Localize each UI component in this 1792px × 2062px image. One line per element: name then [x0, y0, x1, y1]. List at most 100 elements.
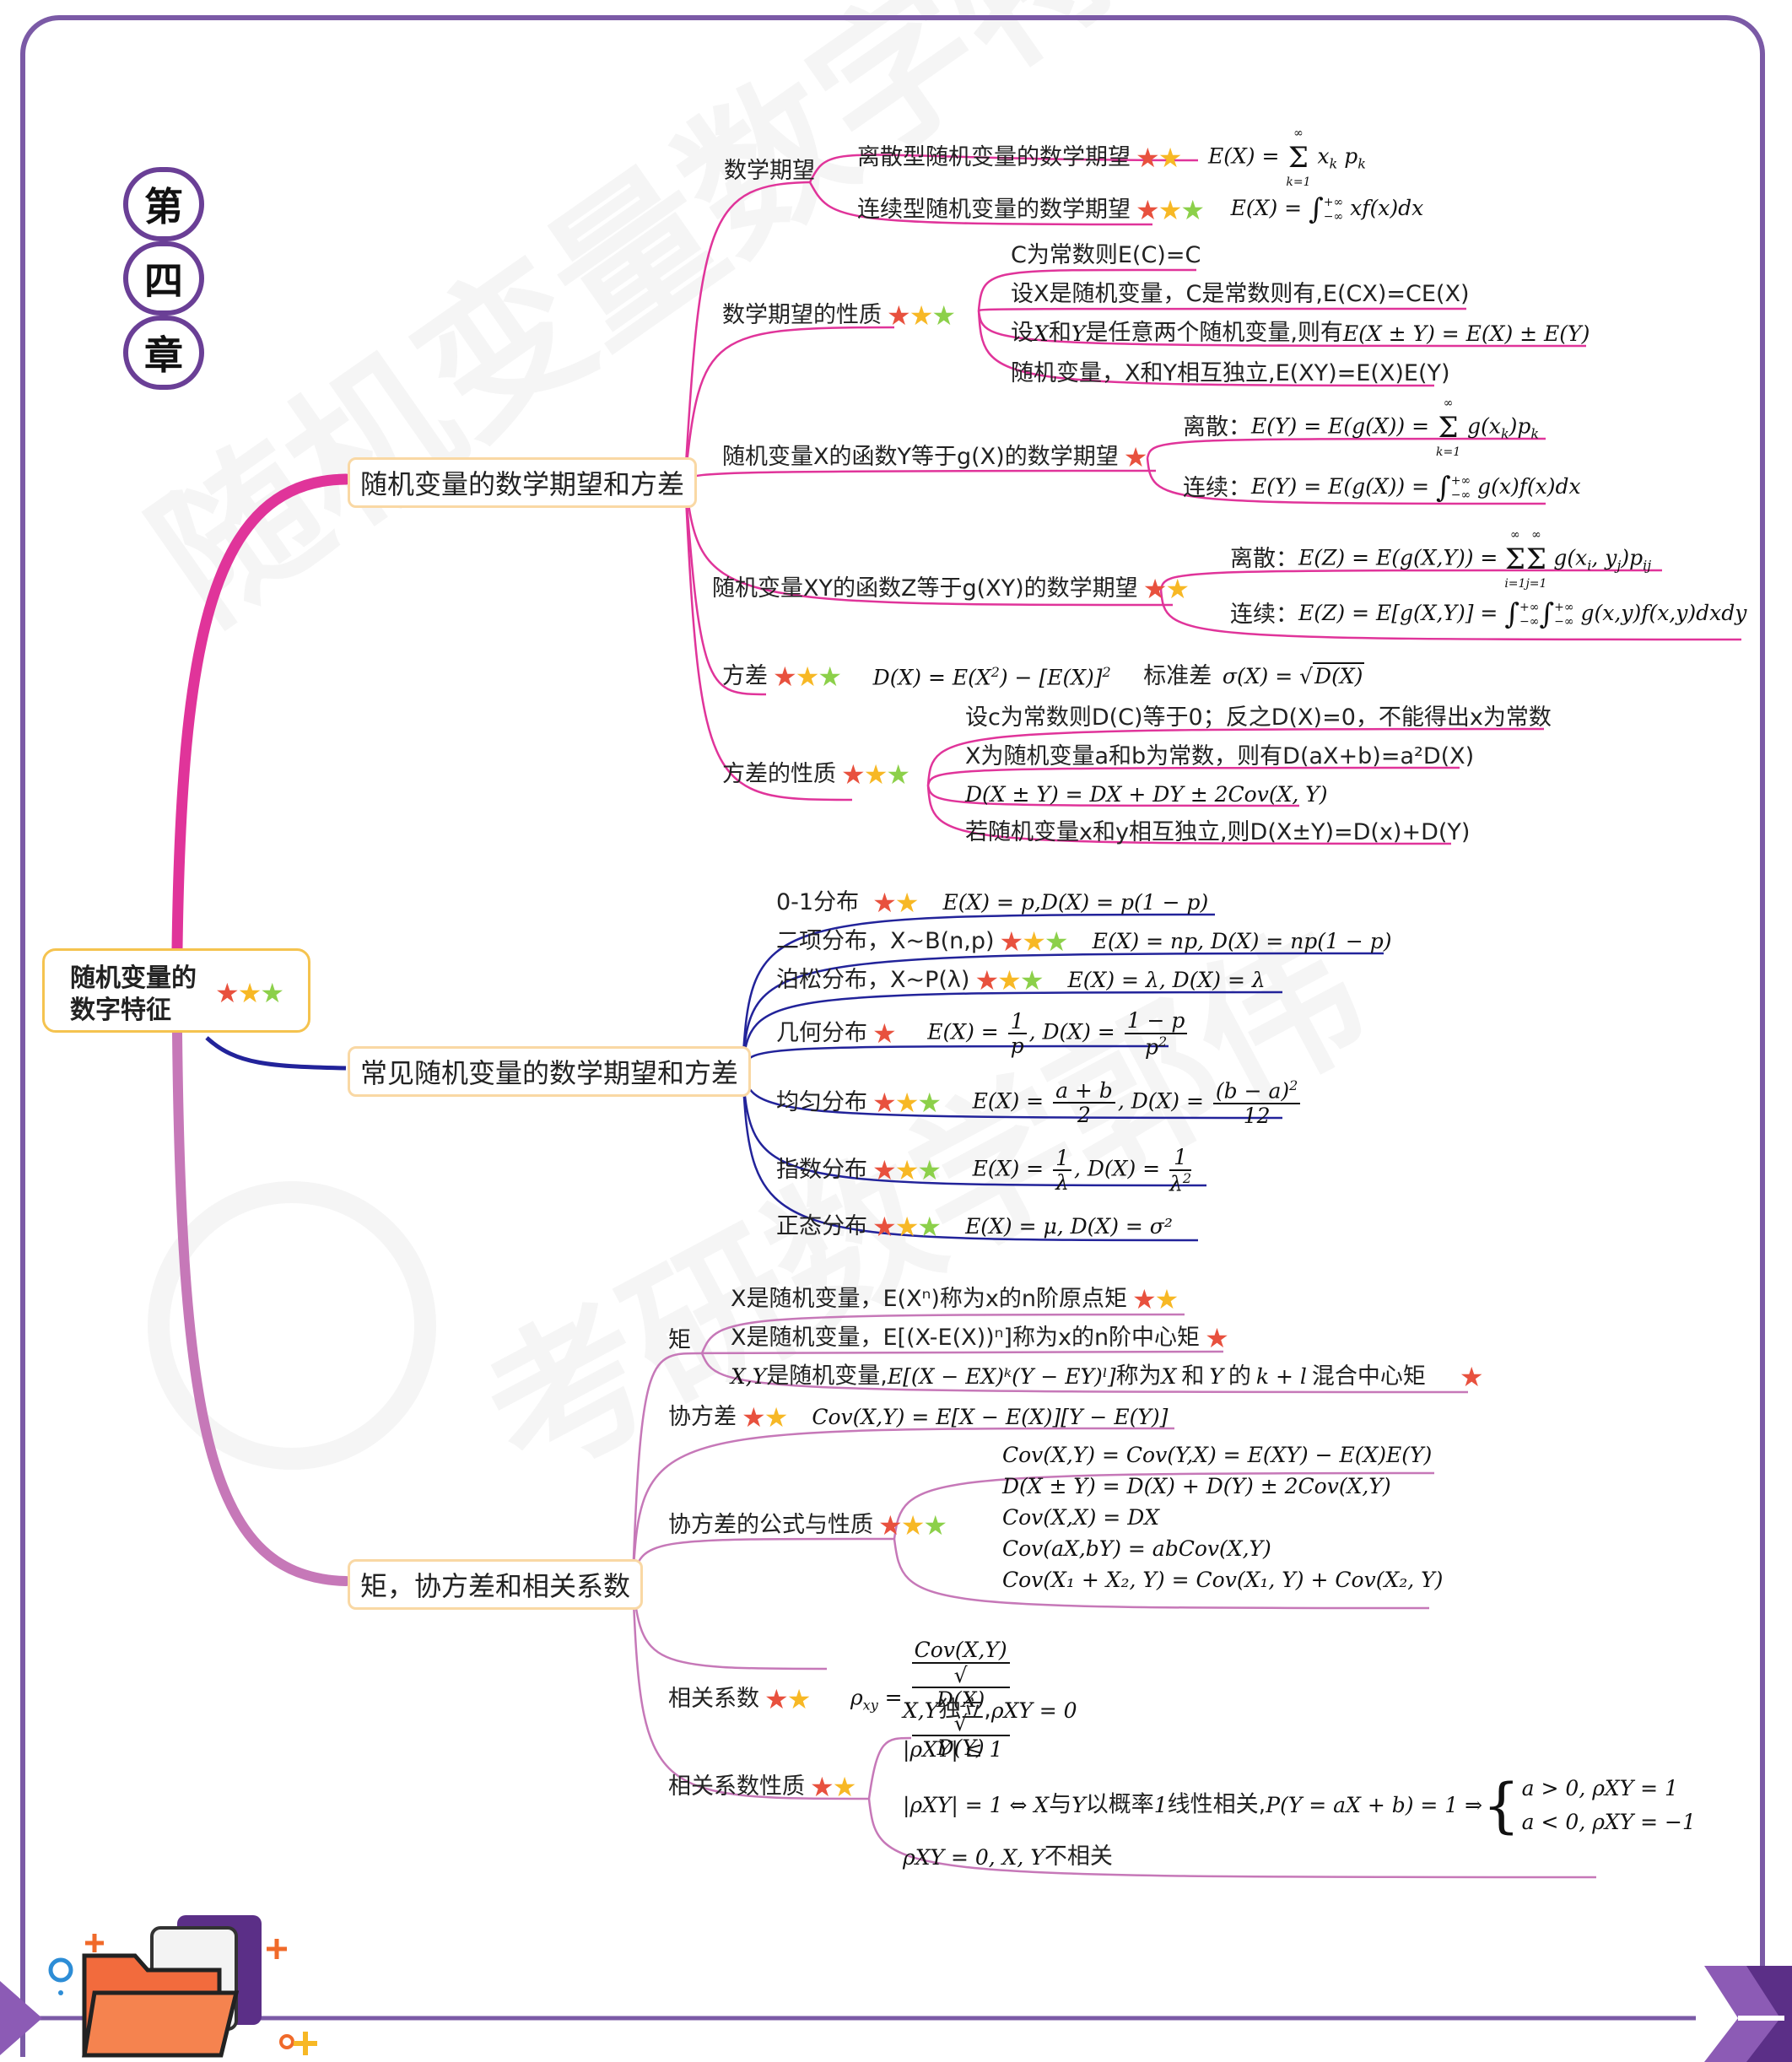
corr-prop-3-text-d: 以概率 [1085, 1791, 1154, 1818]
node-poisson[interactable]: 泊松分布，X~P(λ)★★★E(X) = λ, D(X) = λ [776, 967, 1266, 994]
corr-prop-3-case-2: a < 0, ρXY = −1 [1521, 1810, 1696, 1834]
covariance-formula-list: Cov(X,Y) = Cov(Y,X) = E(XY) − E(X)E(Y) D… [1002, 1443, 1443, 1599]
stars-binomial: ★★★ [1000, 928, 1069, 955]
label-geometric: 几何分布 [776, 1020, 867, 1047]
cov-formula-1: Cov(X,Y) = Cov(Y,X) = E(XY) − E(X)E(Y) [1002, 1443, 1433, 1467]
corr-prop-4-formula: ρXY = 0, X, Y [903, 1844, 1044, 1870]
label-standard-deviation: 标准差 [1143, 663, 1212, 690]
star-green-icon: ★ [917, 1154, 942, 1187]
branch-expectation-variance[interactable]: 随机变量的数学期望和方差 [348, 457, 698, 508]
star-green-icon: ★ [1180, 193, 1206, 226]
node-normal[interactable]: 正态分布★★★E(X) = μ, D(X) = σ² [776, 1213, 1173, 1240]
label-poisson: 泊松分布，X~P(λ) [776, 967, 970, 994]
node-bernoulli[interactable]: 0-1分布★★E(X) = p,D(X) = p(1 − p) [776, 889, 1208, 916]
root-stars: ★★★ [215, 980, 284, 1007]
star-red-icon: ★ [1136, 142, 1160, 175]
exp-prop-4: 随机变量，X和Y相互独立,E(XY)=E(X)E(Y) [1011, 360, 1450, 386]
corr-prop-2-formula: |ρXY| ≤ 1 [903, 1736, 1003, 1762]
node-function-y[interactable]: 随机变量X的函数Y等于g(X)的数学期望★ [722, 444, 1148, 471]
exp-prop-3-var-x: X [1034, 321, 1049, 346]
label-bernoulli: 0-1分布 [776, 889, 860, 916]
moment-mixed-text-f: 和 [1181, 1363, 1205, 1390]
function-y-continuous: 连续：E(Y) = E(g(X)) = ∫+∞−∞ g(x)f(x)dx [1183, 472, 1581, 504]
corr-prop-3-formula-g: P(Y = aX + b) = 1 ⇒ [1266, 1793, 1483, 1818]
corr-prop-4-text: 不相关 [1044, 1843, 1113, 1870]
star-green-icon: ★ [931, 300, 957, 332]
var-prop-3: D(X ± Y) = DX + DY ± 2Cov(X, Y) [965, 781, 1328, 807]
node-binomial[interactable]: 二项分布，X~B(n,p)★★★ E(X) = np, D(X) = np(1 −… [776, 928, 1392, 955]
star-orange-icon: ★ [1158, 193, 1183, 226]
corr-prop-1-vars: X,Y [903, 1698, 939, 1723]
var-prop-2: X为随机变量a和b为常数，则有D(aX+b)=a²D(X) [965, 743, 1475, 769]
exp-prop-3-formula: E(X ± Y) = E(X) ± E(Y) [1342, 321, 1590, 346]
branch-moments-covariance[interactable]: 矩，协方差和相关系数 [348, 1559, 644, 1610]
star-green-icon: ★ [917, 1087, 942, 1120]
function-z-continuous-formula: E(Z) = E[g(X,Y)] = ∫+∞−∞∫+∞−∞ g(x,y)f(x,… [1298, 597, 1747, 631]
stars-correlation-properties: ★★ [810, 1771, 857, 1803]
formula-binomial: E(X) = np, D(X) = np(1 − p) [1092, 929, 1392, 954]
stars-bernoulli: ★★ [872, 889, 919, 916]
moment-mixed-text-j: 混合中心矩 [1311, 1363, 1426, 1390]
branch-common-distributions[interactable]: 常见随机变量的数学期望和方差 [348, 1046, 752, 1097]
node-variance-properties[interactable]: 方差的性质★★★ [722, 758, 911, 791]
node-moment[interactable]: 矩 [668, 1327, 691, 1353]
root-title-line1: 随机变量的 [70, 964, 197, 993]
moment-mixed-vars: X,Y [731, 1364, 767, 1390]
star-red-icon: ★ [872, 1018, 897, 1050]
stars-function-z: ★★ [1143, 575, 1190, 602]
star-red-icon: ★ [1131, 1283, 1157, 1315]
corr-prop-1-formula: ρXY = 0 [990, 1698, 1077, 1723]
moment-mixed-text-h: 的 [1228, 1363, 1251, 1390]
star-red-icon: ★ [773, 661, 797, 693]
corr-prop-3-case-1: a > 0, ρXY = 1 [1521, 1776, 1678, 1800]
star-green-icon: ★ [818, 661, 843, 693]
stars-correlation: ★★ [764, 1682, 812, 1715]
stars-function-y: ★ [1124, 444, 1148, 471]
function-z-continuous: 连续：E(Z) = E[g(X,Y)] = ∫+∞−∞∫+∞−∞ g(x,y)f… [1230, 597, 1747, 631]
exp-prop-3-part-e: 是任意两个随机变量,则有 [1085, 320, 1343, 346]
node-expectation[interactable]: 数学期望 [724, 158, 815, 184]
cov-formula-2: D(X ± Y) = D(X) + D(Y) ± 2Cov(X,Y) [1002, 1474, 1391, 1498]
node-variance[interactable]: 方差★★★ D(X) = E(X2) − [E(X)]2 标准差 σ(X) = … [722, 661, 1365, 693]
star-red-icon: ★ [872, 1211, 897, 1243]
var-prop-3-formula: D(X ± Y) = DX + DY ± 2Cov(X, Y) [965, 781, 1328, 807]
label-uniform: 均匀分布 [776, 1089, 867, 1116]
node-continuous-expectation[interactable]: 连续型随机变量的数学期望★★★ E(X) = ∫+∞−∞ xf(x)dx [857, 192, 1424, 226]
star-green-icon: ★ [886, 758, 911, 791]
function-z-discrete-label: 离散： [1230, 546, 1298, 573]
exp-prop-3-part-a: 设 [1011, 320, 1034, 346]
node-expectation-properties[interactable]: 数学期望的性质★★★ [722, 300, 957, 332]
root-node[interactable]: 随机变量的数字特征 ★★★ [42, 948, 310, 1033]
label-binomial: 二项分布，X~B(n,p) [776, 928, 995, 955]
chapter-char-1: 第 [123, 167, 204, 241]
star-orange-icon: ★ [832, 1771, 857, 1803]
node-covariance-properties[interactable]: 协方差的公式与性质★★★ [668, 1509, 948, 1541]
stars-exponential: ★★★ [872, 1154, 942, 1187]
node-correlation[interactable]: 相关系数★★ ρxy = Cov(X,Y)√D(X)√D(Y) [668, 1638, 1012, 1760]
node-function-z[interactable]: 随机变量XY的函数Z等于g(XY)的数学期望★★ [712, 575, 1190, 602]
moment-mixed-y: Y [1209, 1364, 1223, 1390]
formula-normal: E(X) = μ, D(X) = σ² [965, 1214, 1173, 1239]
stars-geometric: ★ [872, 1018, 897, 1050]
stars-moment-mixed: ★ [1460, 1363, 1484, 1390]
node-correlation-properties[interactable]: 相关系数性质★★ [668, 1771, 857, 1803]
corr-prop-3-y: Y [1071, 1793, 1086, 1818]
star-orange-icon: ★ [900, 1509, 926, 1541]
node-covariance[interactable]: 协方差★★Cov(X,Y) = E[X − E(X)][Y − E(Y)] [668, 1404, 1168, 1431]
chapter-char-2: 四 [123, 241, 204, 316]
var-prop-1: 设c为常数则D(C)等于0；反之D(X)=0，不能得出x为常数 [965, 704, 1552, 731]
star-orange-icon: ★ [786, 1682, 812, 1715]
moment-origin-text: X是随机变量，E(Xⁿ)称为x的n阶原点矩 [731, 1286, 1127, 1313]
formula-continuous-expectation: E(X) = ∫+∞−∞ xf(x)dx [1230, 192, 1424, 226]
moment-mixed-order: k + l [1255, 1364, 1307, 1390]
star-green-icon: ★ [923, 1509, 948, 1541]
